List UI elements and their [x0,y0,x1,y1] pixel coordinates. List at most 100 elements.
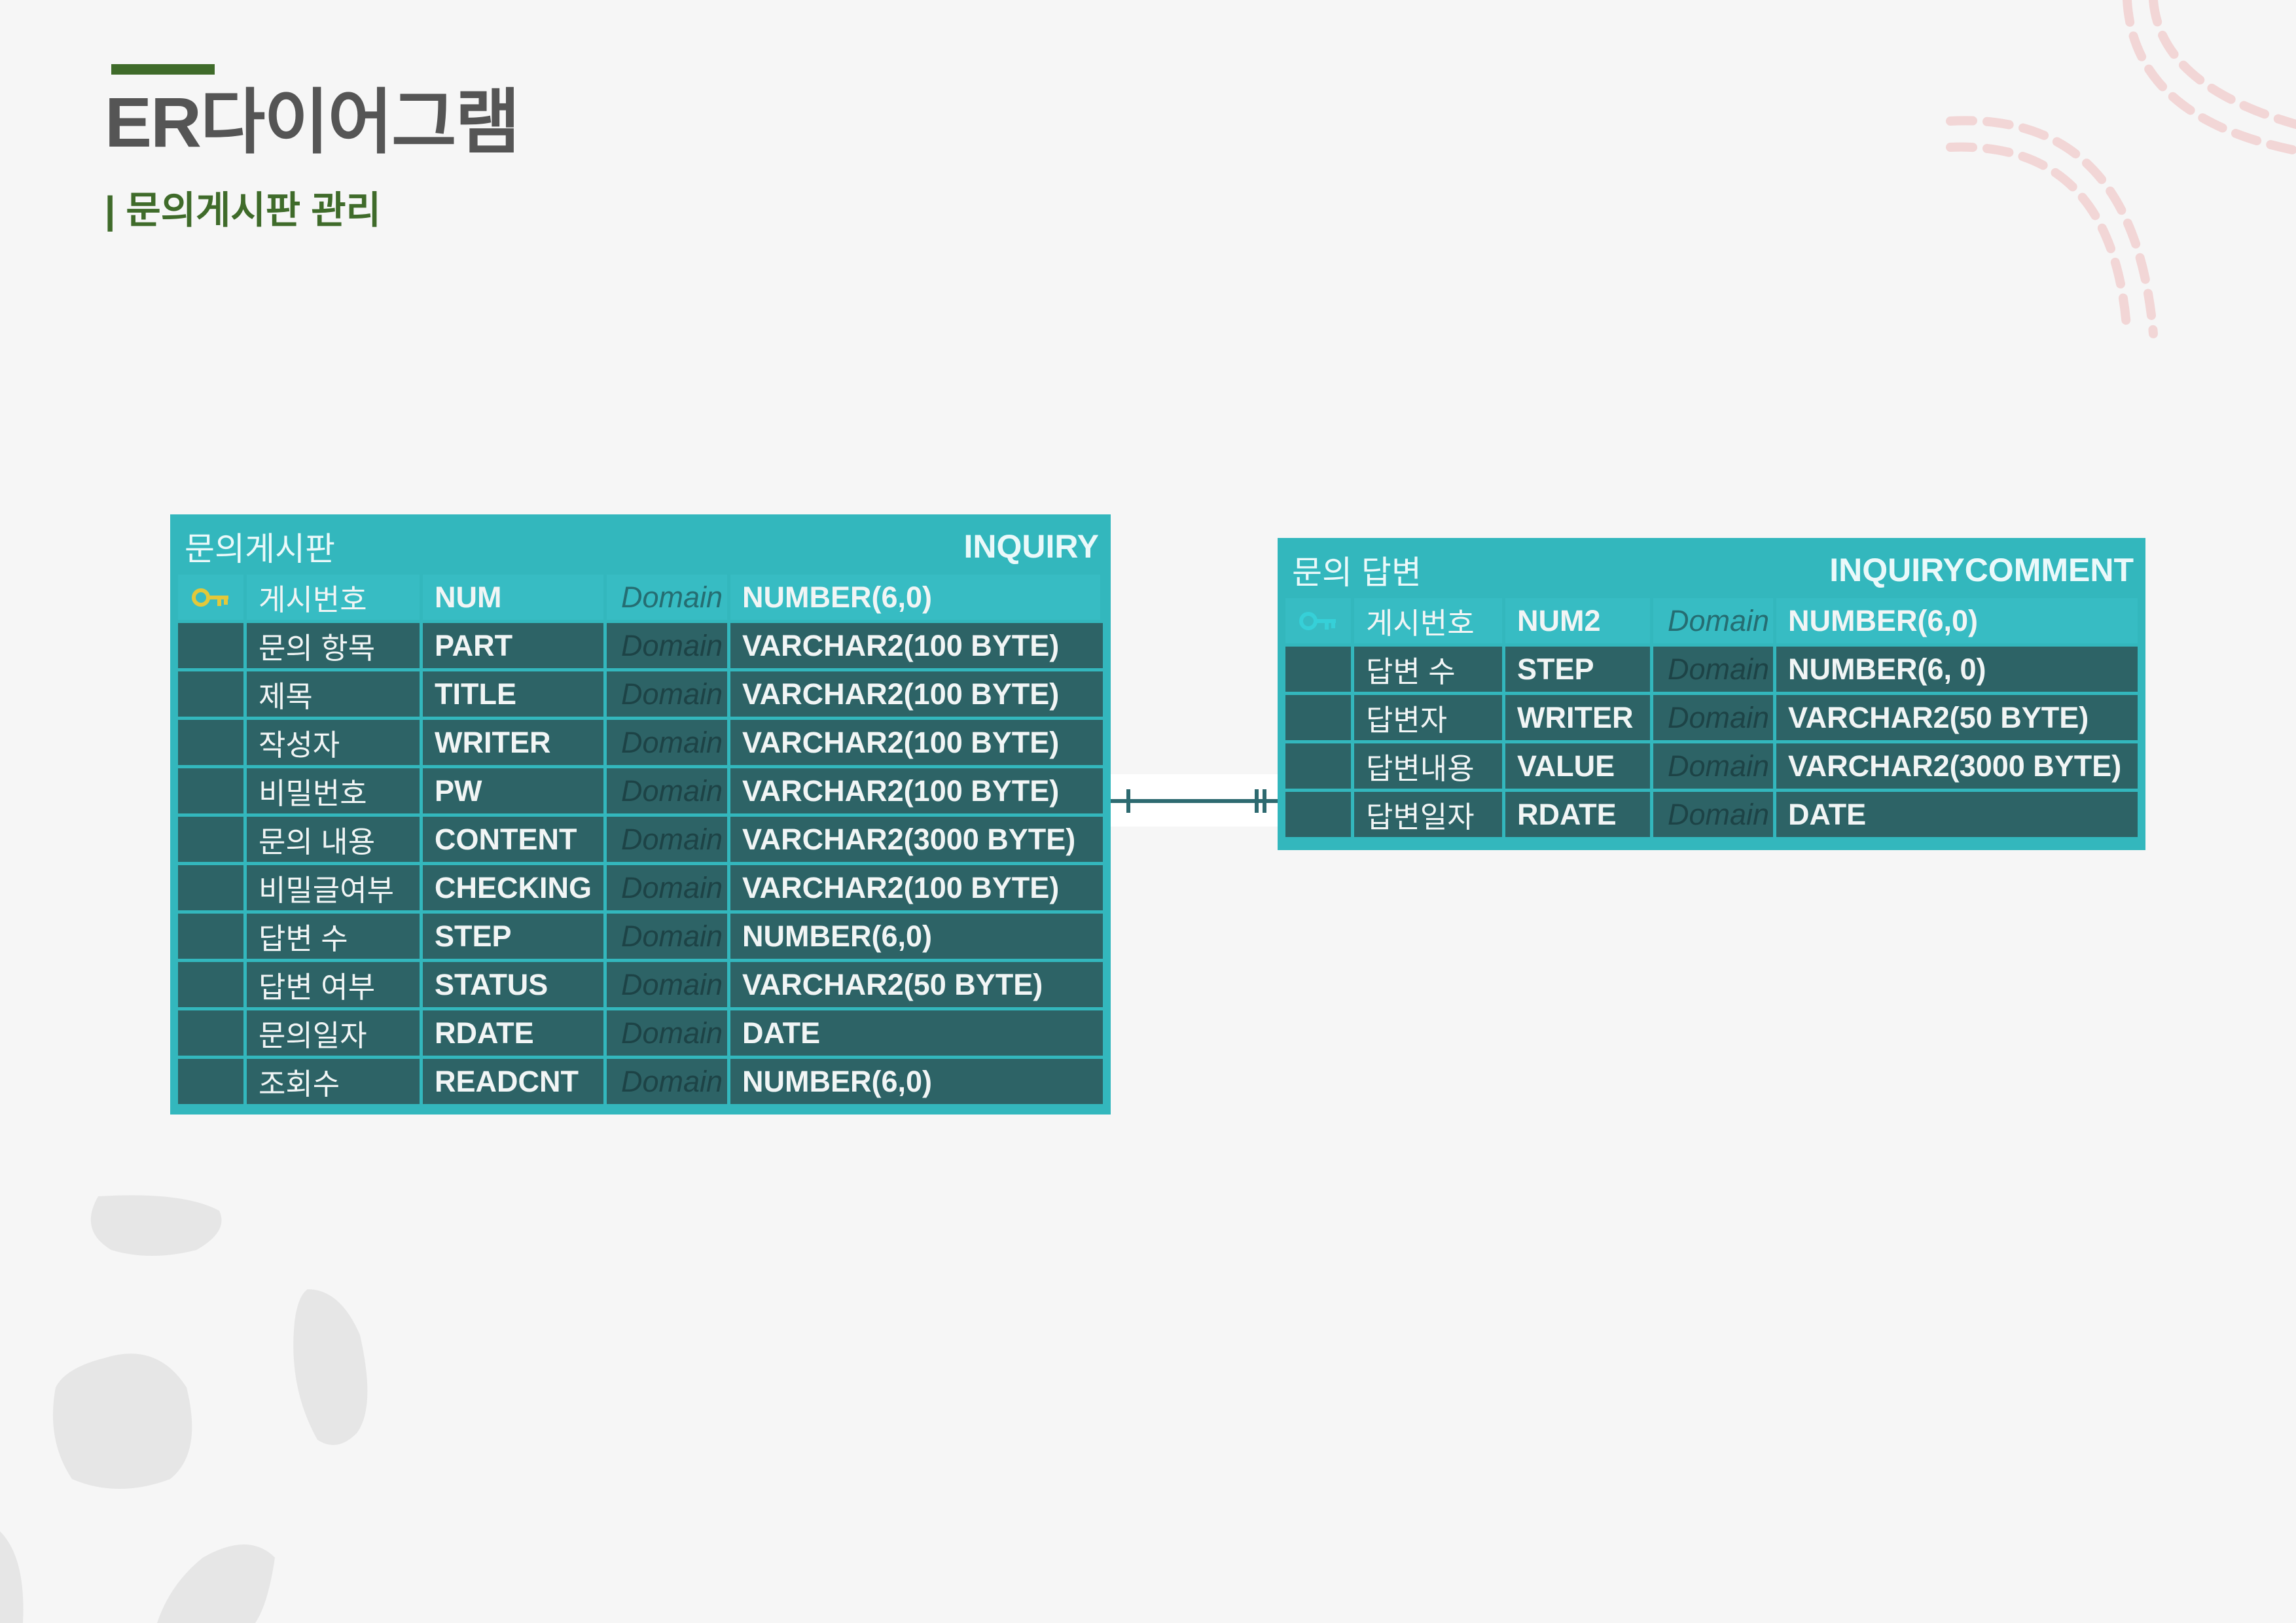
entity-columns: 게시번호 NUM2 Domain NUMBER(6,0) 답변 수 STEP D… [1285,598,2138,837]
column-domain: Domain [1653,598,1773,643]
column-physical-name: NUM [423,575,603,620]
column-domain: Domain [607,623,727,668]
table-row[interactable]: 게시번호 NUM2 Domain NUMBER(6,0) [1285,598,2138,643]
column-logical-name: 게시번호 [247,575,420,620]
column-data-type: NUMBER(6,0) [1776,598,2138,643]
entity-inquirycomment[interactable]: 문의 답변 INQUIRYCOMMENT 게시번호 NUM2 Domain NU… [1278,538,2145,850]
column-logical-name: 문의 내용 [247,817,420,862]
table-row[interactable]: 작성자 WRITER Domain VARCHAR2(100 BYTE) [178,720,1103,765]
table-row[interactable]: 답변일자 RDATE Domain DATE [1285,792,2138,837]
column-physical-name: CONTENT [423,817,603,862]
column-domain: Domain [607,1010,727,1056]
column-physical-name: PART [423,623,603,668]
entity-logical-name: 문의 답변 [1292,554,1422,591]
column-logical-name: 비밀번호 [247,768,420,813]
column-data-type: NUMBER(6,0) [730,575,1100,620]
column-domain: Domain [607,914,727,959]
column-physical-name: CHECKING [423,865,603,910]
column-logical-name: 제목 [247,671,420,717]
column-data-type: VARCHAR2(100 BYTE) [730,768,1103,813]
column-physical-name: READCNT [423,1059,603,1104]
column-logical-name: 문의일자 [247,1010,420,1056]
key-cell [1285,743,1351,789]
column-data-type: VARCHAR2(100 BYTE) [730,720,1103,765]
table-row[interactable]: 문의일자 RDATE Domain DATE [178,1010,1103,1056]
title-accent-bar [111,64,215,75]
cyan-key-icon [1299,611,1336,630]
column-domain: Domain [1653,792,1773,837]
column-logical-name: 비밀글여부 [247,865,420,910]
decorative-gray-shapes [0,1195,368,1623]
primary-key-cell [178,575,243,620]
column-physical-name: WRITER [1505,695,1650,740]
column-data-type: VARCHAR2(100 BYTE) [730,865,1103,910]
column-domain: Domain [1653,743,1773,789]
table-row[interactable]: 답변 여부 STATUS Domain VARCHAR2(50 BYTE) [178,962,1103,1007]
column-physical-name: RDATE [1505,792,1650,837]
column-logical-name: 답변 여부 [247,962,420,1007]
key-cell [178,671,243,717]
column-data-type: VARCHAR2(100 BYTE) [730,671,1103,717]
gold-key-icon [192,588,228,607]
page-subtitle: | 문의게시판 관리 [105,189,381,232]
column-physical-name: VALUE [1505,743,1650,789]
column-data-type: VARCHAR2(50 BYTE) [730,962,1103,1007]
column-logical-name: 답변 수 [1354,647,1502,692]
table-row[interactable]: 비밀글여부 CHECKING Domain VARCHAR2(100 BYTE) [178,865,1103,910]
key-cell [1285,695,1351,740]
column-physical-name: RDATE [423,1010,603,1056]
key-cell [178,962,243,1007]
column-logical-name: 답변 수 [247,914,420,959]
column-domain: Domain [607,768,727,813]
column-domain: Domain [607,1059,727,1104]
key-cell [178,768,243,813]
key-cell [1285,792,1351,837]
key-cell [178,914,243,959]
column-physical-name: STEP [1505,647,1650,692]
table-row[interactable]: 답변내용 VALUE Domain VARCHAR2(3000 BYTE) [1285,743,2138,789]
entity-header: 문의 답변 INQUIRYCOMMENT [1285,542,2138,598]
column-physical-name: PW [423,768,603,813]
decorative-dashed-arcs [1946,0,2296,338]
table-row[interactable]: 답변 수 STEP Domain NUMBER(6, 0) [1285,647,2138,692]
column-logical-name: 답변일자 [1354,792,1502,837]
column-logical-name: 답변내용 [1354,743,1502,789]
column-domain: Domain [607,671,727,717]
column-data-type: NUMBER(6, 0) [1776,647,2138,692]
column-physical-name: NUM2 [1505,598,1650,643]
primary-key-cell [1285,598,1351,643]
table-row[interactable]: 비밀번호 PW Domain VARCHAR2(100 BYTE) [178,768,1103,813]
column-data-type: VARCHAR2(100 BYTE) [730,623,1103,668]
key-cell [178,720,243,765]
column-domain: Domain [607,962,727,1007]
entity-physical-name: INQUIRYCOMMENT [1829,552,2134,588]
table-row[interactable]: 게시번호 NUM Domain NUMBER(6,0) [178,575,1100,620]
key-cell [178,623,243,668]
column-physical-name: STEP [423,914,603,959]
column-logical-name: 작성자 [247,720,420,765]
table-row[interactable]: 제목 TITLE Domain VARCHAR2(100 BYTE) [178,671,1103,717]
key-cell [178,817,243,862]
key-cell [1285,647,1351,692]
column-logical-name: 게시번호 [1354,598,1502,643]
column-domain: Domain [607,720,727,765]
column-physical-name: TITLE [423,671,603,717]
entity-columns: 게시번호 NUM Domain NUMBER(6,0) 문의 항목 PART D… [178,575,1103,1104]
column-data-type: VARCHAR2(3000 BYTE) [1776,743,2138,789]
column-data-type: DATE [730,1010,1103,1056]
column-logical-name: 문의 항목 [247,623,420,668]
entity-physical-name: INQUIRY [963,528,1100,565]
table-row[interactable]: 답변 수 STEP Domain NUMBER(6,0) [178,914,1103,959]
table-row[interactable]: 문의 항목 PART Domain VARCHAR2(100 BYTE) [178,623,1103,668]
column-data-type: NUMBER(6,0) [730,914,1103,959]
column-data-type: NUMBER(6,0) [730,1059,1103,1104]
column-data-type: VARCHAR2(3000 BYTE) [730,817,1103,862]
key-cell [178,1010,243,1056]
column-domain: Domain [1653,647,1773,692]
table-row[interactable]: 문의 내용 CONTENT Domain VARCHAR2(3000 BYTE) [178,817,1103,862]
entity-header: 문의게시판 INQUIRY [178,518,1103,575]
table-row[interactable]: 답변자 WRITER Domain VARCHAR2(50 BYTE) [1285,695,2138,740]
entity-inquiry[interactable]: 문의게시판 INQUIRY 게시번호 NUM Domain NUMBER(6,0… [170,514,1111,1115]
table-row[interactable]: 조회수 READCNT Domain NUMBER(6,0) [178,1059,1103,1104]
column-data-type: VARCHAR2(50 BYTE) [1776,695,2138,740]
